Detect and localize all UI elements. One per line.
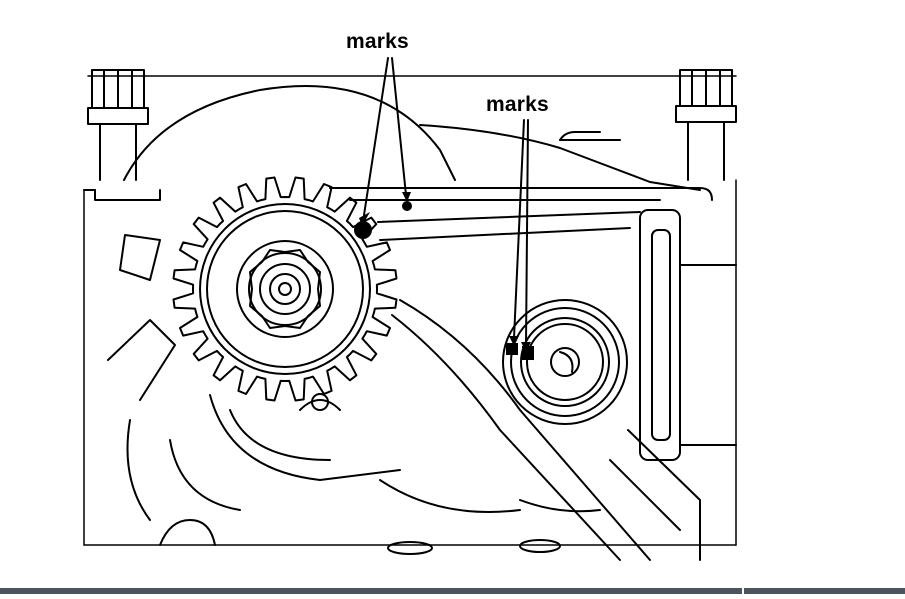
pump-pulley: [502, 299, 628, 425]
right-housing: [609, 209, 737, 561]
arrows-top: [363, 57, 407, 216]
marks-label-top: marks: [346, 30, 409, 53]
status-bar: [0, 588, 905, 594]
arrowhead-2: [402, 192, 411, 202]
cam-sprocket: [172, 176, 398, 402]
left-bolt: [87, 69, 149, 181]
timing-mark-pulley-notch: [506, 343, 518, 355]
cylinder-head-outline: [83, 75, 737, 546]
right-bolt: [675, 69, 737, 181]
timing-mark-pulley: [522, 346, 534, 360]
timing-mark-sprocket: [354, 221, 372, 239]
status-bar-divider: [742, 588, 744, 594]
marks-label-right: marks: [486, 93, 549, 116]
arrowhead-3: [509, 336, 519, 346]
timing-belt: [329, 187, 713, 561]
arrows-right: [513, 119, 529, 345]
lower-casting: [107, 234, 601, 555]
timing-mark-head: [402, 201, 412, 211]
